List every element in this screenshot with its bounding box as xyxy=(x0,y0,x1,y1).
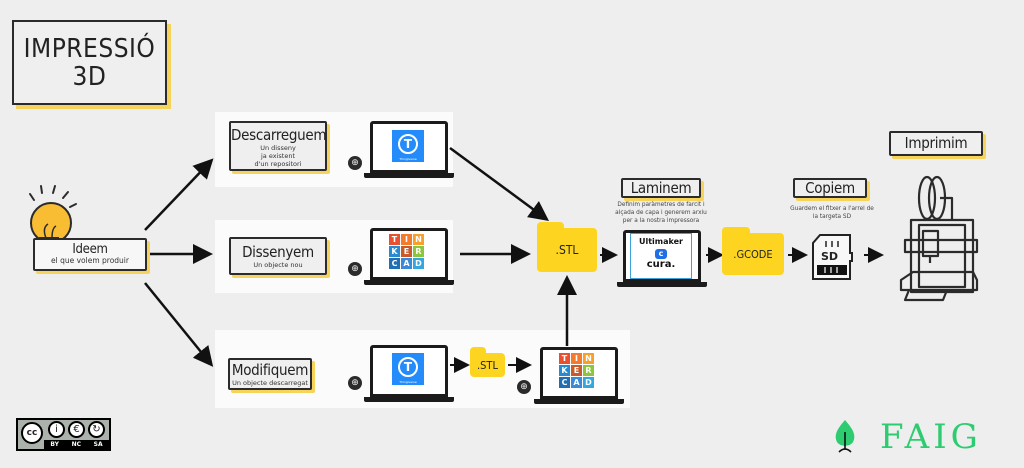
tinkercad-letter: K xyxy=(559,365,570,376)
step-copiem-title: Copiem xyxy=(805,179,855,197)
tinkercad-letter: K xyxy=(389,246,400,257)
tinkercad-letter: D xyxy=(583,377,594,388)
arrow-thingiverse-to-stl xyxy=(449,146,550,221)
step-dissenyem-sub: Un objecte nou xyxy=(253,261,303,269)
nc-noncommercial-icon: € xyxy=(68,421,85,438)
sd-card-icon xyxy=(812,234,853,280)
title-line-1: IMPRESSIÓ xyxy=(23,33,156,64)
step-modifiquem-sub: Un objecte descarregat xyxy=(232,379,308,387)
tinkercad-letter: C xyxy=(559,377,570,388)
stl-file-small: .STL xyxy=(470,347,505,377)
step-modifiquem: Modifiquem Un objecte descarregat xyxy=(228,358,312,390)
step-copiem: Copiem xyxy=(793,178,867,198)
tinkercad-letter: I xyxy=(571,353,582,364)
tinkercad-letter: N xyxy=(583,353,594,364)
step-dissenyem-title: Dissenyem xyxy=(242,243,314,261)
3d-printer-icon xyxy=(899,175,979,302)
step-laminem: Laminem xyxy=(621,178,701,198)
step-descarreguem-sub-3: d'un repositori xyxy=(254,160,302,168)
idea-subtitle: el que volem produir xyxy=(51,256,129,265)
diagram-title: IMPRESSIÓ 3D xyxy=(12,20,167,105)
globe-icon: ⊕ xyxy=(348,376,362,390)
tinkercad-letter: T xyxy=(559,353,570,364)
arrow-idea-to-modifiquem xyxy=(144,282,214,367)
tinkercad-letter: R xyxy=(413,246,424,257)
globe-icon: ⊕ xyxy=(348,262,362,276)
leaf-logo-icon xyxy=(835,420,855,453)
cura-logo: Ultimaker c cura. xyxy=(630,233,692,279)
brand-name: FAIG xyxy=(880,417,982,457)
by-attribution-icon: i xyxy=(48,421,65,438)
sa-sharealike-icon: ↻ xyxy=(88,421,105,438)
sd-card-label: SD xyxy=(821,250,839,263)
tinkercad-letter: C xyxy=(389,258,400,269)
gcode-file: .GCODE xyxy=(722,227,784,275)
tinkercad-letter: E xyxy=(571,365,582,376)
title-line-2: 3D xyxy=(72,61,107,92)
idea-box: Ideem el que volem produir xyxy=(33,238,147,271)
tinkercad-letter: D xyxy=(413,258,424,269)
tinkercad-letter: I xyxy=(401,234,412,245)
tinkercad-letter: A xyxy=(571,377,582,388)
tinkercad-letter: A xyxy=(401,258,412,269)
step-dissenyem: Dissenyem Un objecte nou xyxy=(229,237,327,275)
step-descarreguem-title: Descarreguem xyxy=(231,126,327,144)
arrow-idea-to-descarreguem xyxy=(144,158,214,231)
cc-icon: cc xyxy=(21,422,43,444)
step-descarreguem: Descarreguem Un disseny ja existent d'un… xyxy=(229,121,327,171)
step-modifiquem-title: Modifiquem xyxy=(231,361,309,379)
globe-icon: ⊕ xyxy=(517,380,531,394)
tinkercad-letter: N xyxy=(413,234,424,245)
tinkercad-letter: R xyxy=(583,365,594,376)
step-descarreguem-sub-2: ja existent xyxy=(261,152,295,160)
stl-file: .STL xyxy=(537,222,597,272)
step-descarreguem-sub-1: Un disseny xyxy=(260,144,296,152)
globe-icon: ⊕ xyxy=(348,156,362,170)
tinkercad-letter: E xyxy=(401,246,412,257)
step-imprimim: Imprimim xyxy=(889,131,983,156)
step-imprimim-title: Imprimim xyxy=(904,134,968,152)
tinkercad-letter: T xyxy=(389,234,400,245)
idea-title: Ideem xyxy=(72,242,108,257)
step-laminem-title: Laminem xyxy=(630,179,692,197)
